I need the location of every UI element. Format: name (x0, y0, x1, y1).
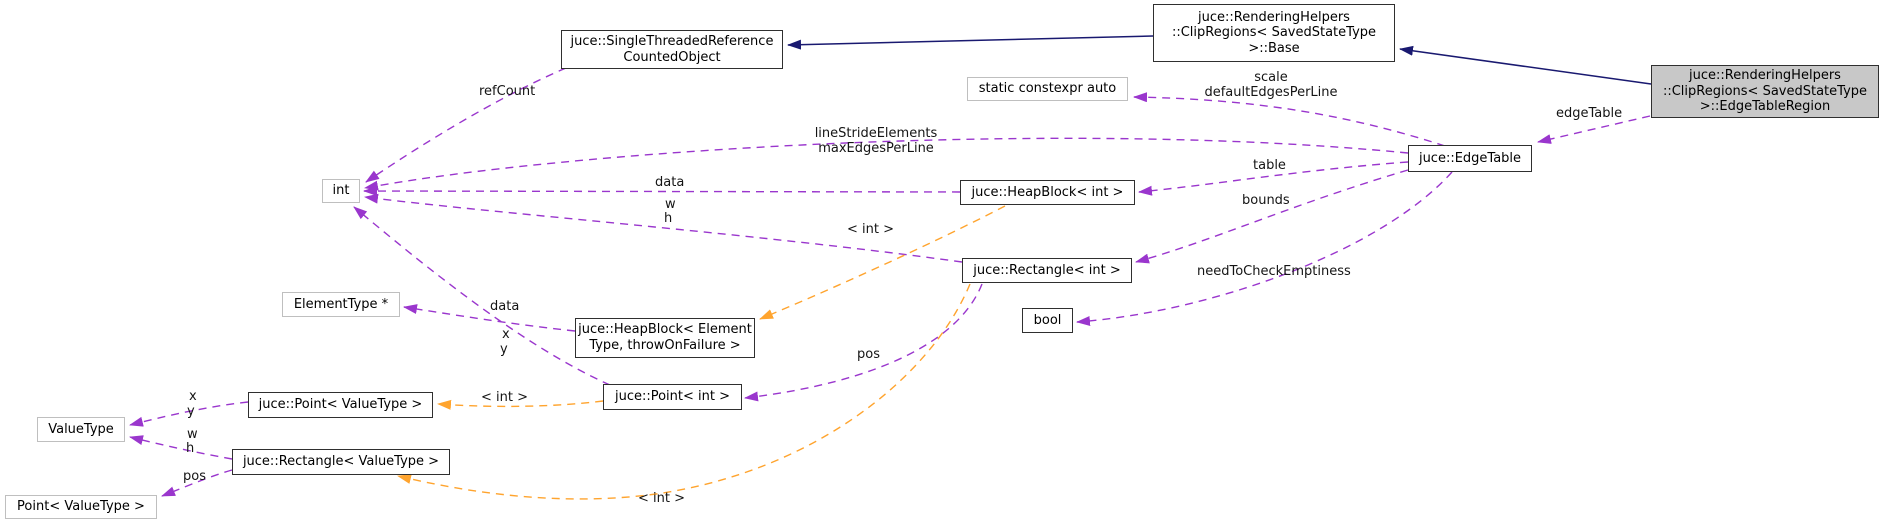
edge-label-line: lineStrideElements (814, 126, 938, 141)
node-heap-block-int[interactable]: juce::HeapBlock< int > (960, 180, 1135, 205)
edge-label-template-int-heapblock: < int > (847, 222, 894, 237)
edge-label-data-int: data (655, 175, 685, 190)
edge-label-edgetable: edgeTable (1556, 106, 1623, 121)
edge-usage-xy-valuetype (129, 401, 249, 427)
node-label-line: CountedObject (623, 49, 721, 65)
edge-usage-data-int (363, 186, 961, 197)
edge-usage-scale-defaultedgesperline (1133, 92, 1446, 147)
edge-inherit-edgetableregion-to-base (1399, 45, 1652, 85)
edge-usage-edgetable (1537, 115, 1651, 144)
edge-template-heapblock-int (759, 205, 1006, 320)
node-rectangle-valuetype[interactable]: juce::Rectangle< ValueType > (232, 449, 450, 475)
edge-usage-pos-int (744, 283, 983, 402)
edge-label-x-valuetype: x (189, 389, 197, 404)
edge-label-pos-int: pos (857, 347, 880, 362)
node-label-line: juce::Rectangle< int > (973, 262, 1121, 278)
edge-usage-xy-int (353, 206, 611, 386)
node-label-line: juce::RenderingHelpers (1689, 68, 1841, 84)
node-edge-table-region-current: juce::RenderingHelpers ::ClipRegions< Sa… (1651, 65, 1879, 118)
edge-template-rectangle-int (397, 283, 971, 500)
edge-label-x-int: x (502, 327, 510, 342)
node-rectangle-int[interactable]: juce::Rectangle< int > (962, 258, 1132, 283)
edge-label-y-int: y (500, 342, 508, 357)
node-point-valuetype-plain: Point< ValueType > (5, 495, 157, 519)
node-label-line: Point< ValueType > (17, 499, 145, 515)
node-label-line: juce::Point< ValueType > (258, 397, 423, 413)
edge-inherit-base-to-singlethreaded (787, 35, 1154, 50)
edge-label-template-int-point: < int > (481, 390, 528, 405)
node-label-line: ::ClipRegions< SavedStateType (1662, 83, 1868, 99)
edge-label-w-int: w (665, 197, 676, 212)
node-clip-regions-base[interactable]: juce::RenderingHelpers ::ClipRegions< Sa… (1153, 4, 1395, 62)
node-element-type-ptr: ElementType * (282, 292, 400, 317)
node-static-constexpr-auto: static constexpr auto (967, 77, 1128, 101)
edge-label-h-valuetype: h (186, 441, 195, 456)
edge-label-y-valuetype: y (187, 404, 195, 419)
edge-label-needtocheckemptiness: needToCheckEmptiness (1197, 264, 1351, 279)
edge-usage-needtocheckemptiness (1076, 171, 1453, 327)
node-label-line: juce::Point< int > (614, 389, 731, 405)
edge-label-line: scale (1254, 70, 1288, 85)
edge-label-linestride-maxedges: lineStrideElements maxEdgesPerLine (815, 126, 938, 156)
node-label-line: juce::EdgeTable (1418, 150, 1522, 166)
node-label-line: int (332, 183, 350, 199)
node-label-line: juce::RenderingHelpers (1198, 9, 1350, 25)
edge-usage-wh-int (364, 193, 963, 263)
edge-label-line: maxEdgesPerLine (818, 141, 934, 156)
edge-label-template-int-rectangle: < int > (638, 491, 685, 506)
edge-label-scale-defaultedgesperline: scale defaultEdgesPerLine (1204, 70, 1337, 100)
node-label-line: >::EdgeTableRegion (1699, 99, 1831, 115)
node-label-line: juce::SingleThreadedReference (570, 33, 774, 49)
edge-usage-data-elementtype (403, 304, 576, 332)
edge-label-line: defaultEdgesPerLine (1204, 85, 1338, 100)
node-label-line: static constexpr auto (978, 81, 1117, 97)
edge-usage-linestride-maxedges (364, 137, 1409, 191)
edge-template-point-int (437, 399, 604, 410)
edge-usage-wh-valuetype (129, 435, 233, 460)
node-single-threaded-reference-counted-object[interactable]: juce::SingleThreadedReference CountedObj… (561, 30, 783, 69)
edge-usage-bounds (1135, 169, 1409, 264)
node-point-int[interactable]: juce::Point< int > (603, 384, 742, 410)
edge-label-table: table (1253, 158, 1286, 173)
edge-usage-refcount (365, 67, 567, 183)
edge-label-data-elementtype: data (490, 299, 520, 314)
node-label-line: juce::Rectangle< ValueType > (242, 454, 440, 470)
node-heap-block-element-type[interactable]: juce::HeapBlock< Element Type, throwOnFa… (575, 318, 755, 358)
node-label-line: ValueType (48, 421, 114, 437)
node-valuetype: ValueType (37, 417, 125, 442)
node-point-valuetype[interactable]: juce::Point< ValueType > (248, 392, 433, 418)
edge-label-h-int: h (664, 211, 673, 226)
edge-label-bounds: bounds (1242, 193, 1290, 208)
edge-usage-pos-valuetype (161, 469, 233, 497)
node-label-line: juce::HeapBlock< Element (578, 322, 752, 338)
node-edge-table[interactable]: juce::EdgeTable (1408, 145, 1532, 172)
edge-label-w-valuetype: w (187, 427, 198, 442)
edge-label-pos-valuetype: pos (183, 469, 206, 484)
edge-usage-table (1138, 161, 1409, 196)
node-label-line: ElementType * (293, 296, 389, 312)
node-label-line: ::ClipRegions< SavedStateType (1171, 25, 1377, 41)
node-label-line: Type, throwOnFailure > (589, 338, 741, 353)
edge-label-refcount: refCount (479, 84, 536, 99)
node-label-line: bool (1033, 312, 1062, 328)
node-int: int (322, 179, 360, 203)
node-bool[interactable]: bool (1022, 308, 1073, 333)
node-label-line: juce::HeapBlock< int > (971, 184, 1124, 200)
node-label-line: >::Base (1248, 40, 1300, 56)
